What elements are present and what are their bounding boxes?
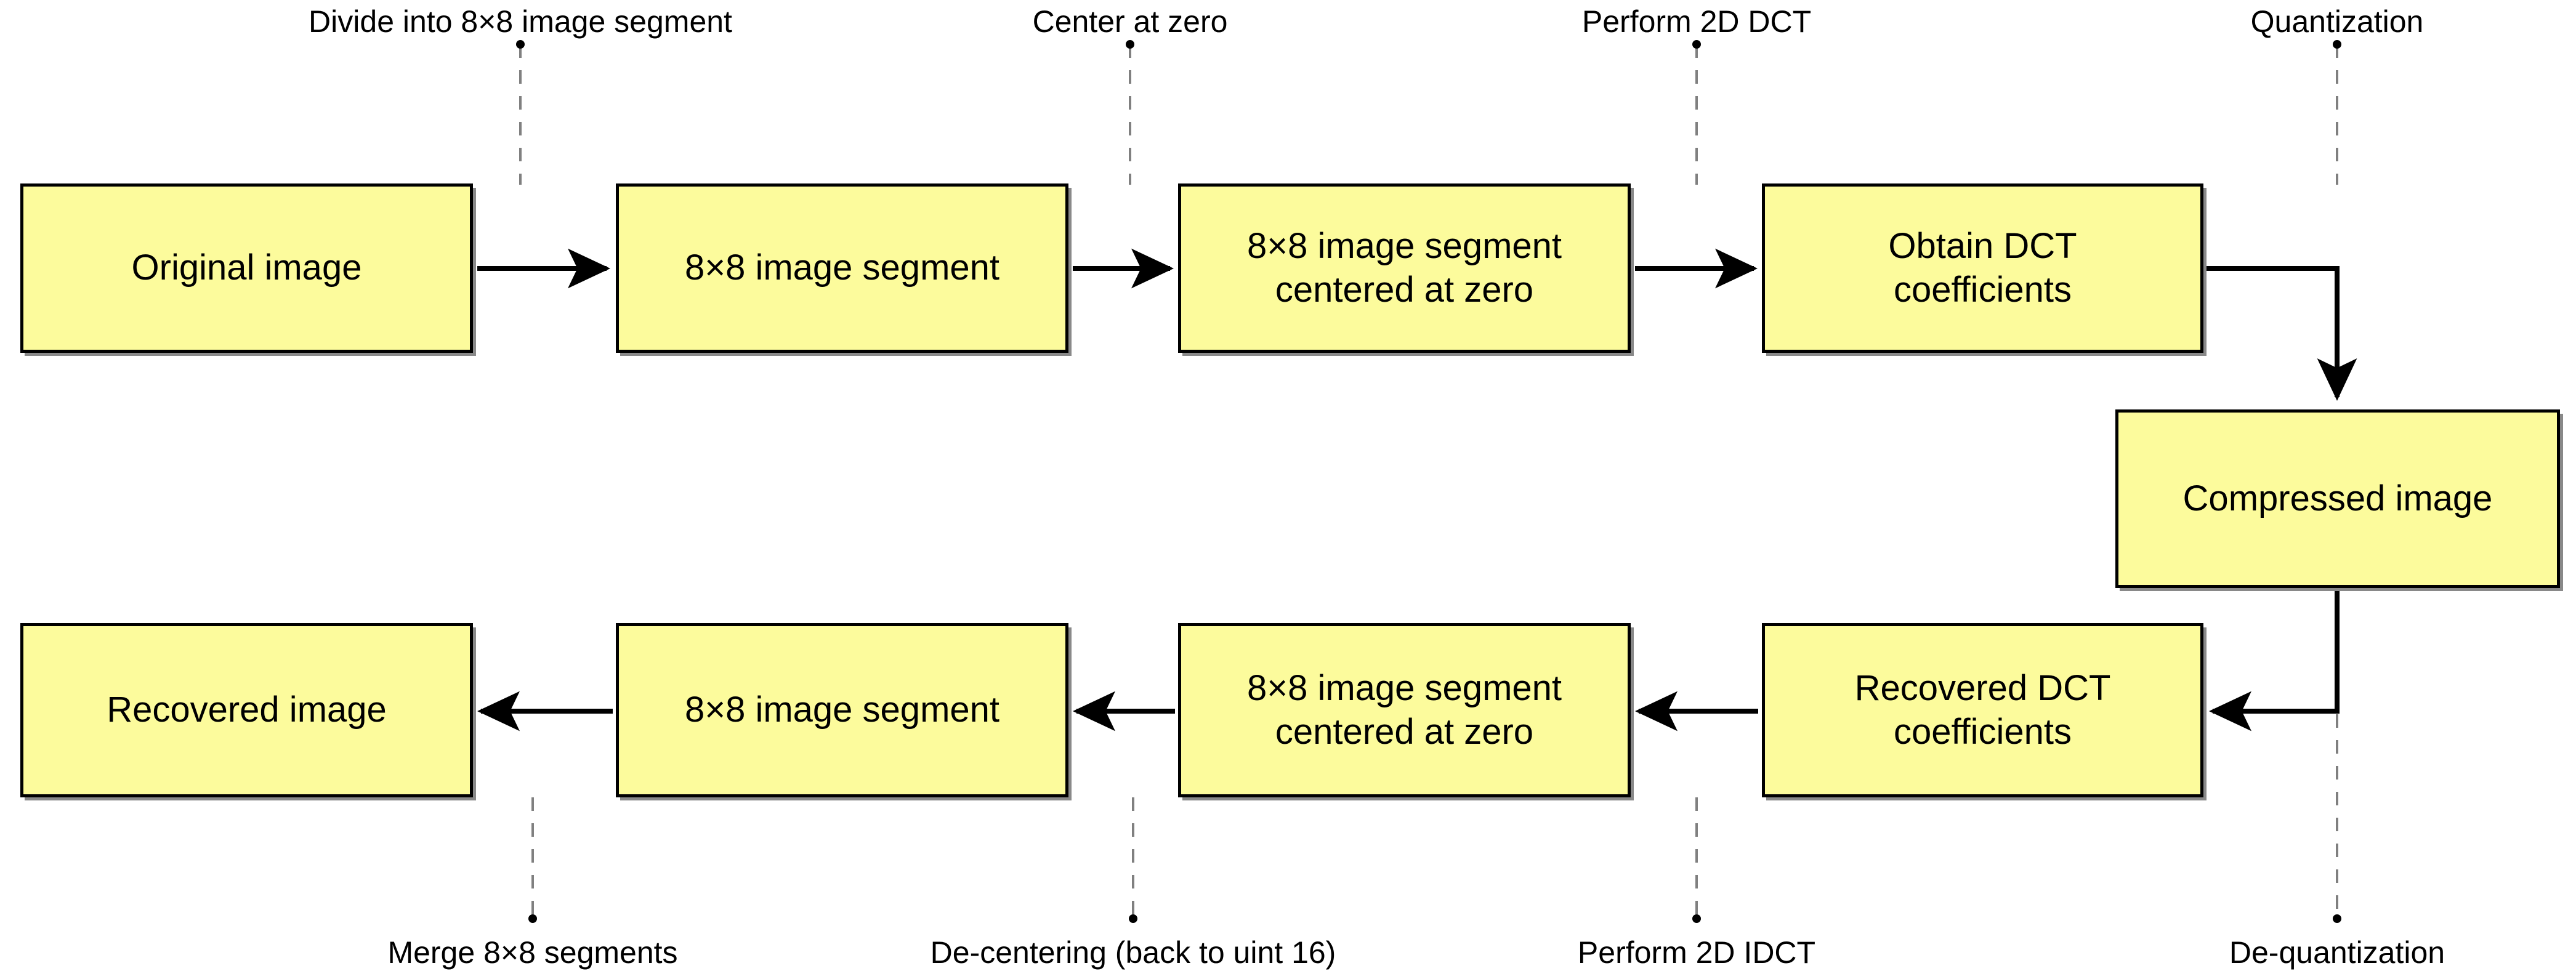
annotation-center-at-zero: Center at zero <box>1032 4 1228 39</box>
annotation-perform-2d-idct: Perform 2D IDCT <box>1577 935 1816 970</box>
annotation-quantization: Quantization <box>2250 4 2424 39</box>
connector-compressed-to-recovered-dct <box>2209 591 2340 731</box>
connector-dct-to-compressed <box>2207 266 2357 401</box>
annotation-de-quantization: De-quantization <box>2229 935 2445 970</box>
node-segment-centered-top: 8×8 image segment centered at zero <box>1178 183 1631 353</box>
leader-dot-merge-segments <box>528 914 537 923</box>
node-obtain-dct: Obtain DCT coefficients <box>1762 183 2203 353</box>
leader-dot-center-at-zero <box>1126 40 1134 49</box>
leader-dot-de-quantization <box>2333 914 2341 923</box>
annotation-divide-into-segments: Divide into 8×8 image segment <box>309 4 732 39</box>
node-compressed-image: Compressed image <box>2115 409 2560 588</box>
node-segment-top: 8×8 image segment <box>616 183 1068 353</box>
leader-dot-divide-into-segments <box>516 40 525 49</box>
annotation-merge-segments: Merge 8×8 segments <box>387 935 678 970</box>
node-recovered-dct: Recovered DCT coefficients <box>1762 623 2203 797</box>
leader-dot-perform-2d-dct <box>1692 40 1701 49</box>
leader-dot-perform-2d-idct <box>1692 914 1701 923</box>
annotation-de-centering: De-centering (back to uint 16) <box>930 935 1336 970</box>
node-segment-centered-bot: 8×8 image segment centered at zero <box>1178 623 1631 797</box>
node-segment-bottom: 8×8 image segment <box>616 623 1068 797</box>
node-original-image: Original image <box>20 183 473 353</box>
leader-dot-quantization <box>2333 40 2341 49</box>
connector-paths <box>477 248 2357 731</box>
annotation-perform-2d-dct: Perform 2D DCT <box>1581 4 1812 39</box>
node-recovered-image: Recovered image <box>20 623 473 797</box>
annotation-leader-lines <box>516 40 2341 923</box>
leader-dot-de-centering <box>1129 914 1137 923</box>
